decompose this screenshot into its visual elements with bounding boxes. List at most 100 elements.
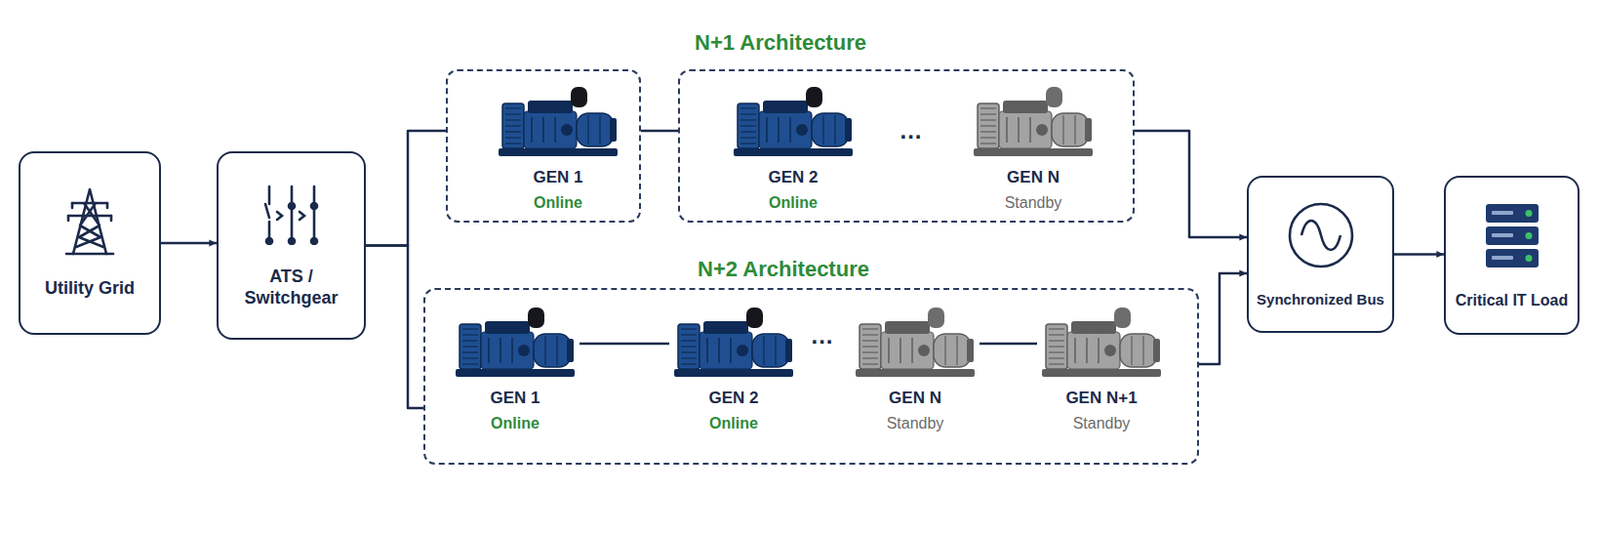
generator-illustration-part (505, 124, 521, 126)
generator-illustration-part (523, 111, 577, 149)
sine-wave-icon-part (1301, 220, 1341, 250)
generator-illustration-part (505, 136, 521, 138)
transmission-tower-icon-part (66, 252, 114, 256)
generator-illustration-part (859, 323, 881, 369)
generator-illustration-part (680, 345, 697, 347)
generator-illustration-part (762, 335, 764, 365)
generator-illustration-part (1062, 115, 1064, 145)
status-label: Standby (1004, 193, 1063, 212)
generator-illustration-part (918, 344, 930, 357)
section-heading: N+1 Architecture (694, 30, 867, 56)
node-label: GEN 1 (489, 388, 540, 408)
node-label: ATS / Switchgear (237, 266, 347, 309)
connector (1134, 130, 1247, 238)
generator-illustration-part (740, 130, 757, 132)
dashed-group: GEN 1OnlineGEN 2OnlineGEN NStandbyGEN N+… (423, 287, 1200, 465)
generator-illustration-part (759, 111, 812, 149)
generator-illustration-part (789, 117, 792, 143)
generator-illustration (729, 83, 857, 160)
generator-illustration-part (740, 124, 757, 126)
generator-illustration-part (1142, 335, 1144, 365)
generator-illustration-part (862, 362, 879, 364)
generator: GEN 1Online (489, 83, 627, 216)
generator-illustration-part (1085, 337, 1088, 363)
switchgear-icon-part (269, 186, 315, 204)
generator-illustration-part (511, 337, 514, 363)
generator-illustration-part (566, 338, 574, 362)
generator-illustration-part (977, 103, 1000, 149)
status-label: Online (768, 193, 818, 212)
generator-illustration-part (1104, 344, 1117, 357)
generator-illustration-part (680, 339, 697, 341)
generator-illustration-part (462, 357, 479, 359)
server-rack-icon-part (1524, 254, 1532, 262)
generator-illustration-part (703, 320, 749, 334)
generator-illustration-part (980, 113, 997, 115)
generator-illustration-part (1048, 327, 1065, 329)
generator-illustration-part (880, 331, 934, 369)
server-rack-icon-part (1491, 255, 1514, 260)
server-rack-icon-part (1524, 209, 1532, 217)
generator-illustration-part (1051, 113, 1089, 147)
generator-illustration (451, 304, 579, 381)
generator-illustration-part (1005, 117, 1008, 143)
node-label: GEN N (1006, 167, 1060, 188)
generator-illustration-part (1074, 337, 1077, 363)
generator-illustration-part (740, 136, 757, 138)
generator-illustration-part (834, 115, 836, 145)
transmission-tower-icon-part (76, 202, 104, 247)
generator-illustration-part (1048, 357, 1065, 359)
load-box: Critical IT Load (1443, 175, 1580, 335)
generator-illustration-part (718, 337, 720, 363)
generator-illustration-part (862, 357, 879, 359)
generator: GEN 2Online (724, 83, 862, 216)
status-label: Online (533, 193, 583, 212)
generator-illustration-part (570, 86, 588, 108)
generator-illustration-part (980, 107, 997, 109)
generator-illustration-part (680, 327, 697, 329)
transmission-tower-icon-part (73, 189, 107, 254)
node-label: GEN N+1 (1065, 388, 1137, 408)
generator-illustration-part (544, 335, 546, 365)
generator-illustration-part (502, 103, 524, 149)
switchgear-icon (257, 182, 326, 245)
generator-illustration-part (484, 320, 530, 334)
generator-illustration-part (752, 333, 790, 367)
dashed-group: GEN 1Online (445, 69, 641, 223)
generator-illustration-part (1045, 86, 1063, 108)
generator-illustration-part (1074, 115, 1076, 145)
generator-illustration-part (533, 333, 571, 367)
generator-illustration-part (680, 362, 697, 364)
generator-illustration-part (973, 148, 1093, 157)
switchgear-box: ATS / Switchgear (216, 151, 366, 340)
generator-illustration-part (1029, 117, 1032, 143)
generator-illustration-part (740, 113, 757, 115)
status-label: Online (490, 413, 540, 433)
generator-illustration-part (462, 333, 479, 335)
generator-illustration-part (1114, 307, 1131, 328)
generator-illustration-part (480, 331, 534, 369)
connector (1394, 252, 1444, 256)
status-label: Standby (1073, 413, 1131, 433)
generator-illustration-part (1071, 320, 1117, 334)
generator-illustration-part (862, 327, 879, 329)
status-label: Standby (886, 413, 945, 433)
generator-illustration-part (505, 119, 521, 120)
generator-illustration-part (737, 103, 760, 149)
generator-illustration-part (487, 337, 490, 363)
generator-illustration-part (1097, 337, 1100, 363)
generator-illustration-part (927, 307, 945, 328)
generator-illustration-part (1084, 118, 1092, 142)
generator-illustration-part (1130, 335, 1132, 365)
generator-illustration-part (777, 117, 780, 143)
generator-illustration-part (736, 344, 749, 357)
generator-illustration-part (740, 142, 757, 144)
node-label: GEN 2 (708, 388, 759, 408)
generator-illustration-part (765, 117, 768, 143)
generator-illustration (494, 83, 622, 160)
generator-illustration-part (587, 115, 589, 145)
generator-illustration-part (811, 113, 849, 147)
generator-illustration-part (862, 351, 879, 353)
generator-illustration-part (599, 115, 600, 145)
